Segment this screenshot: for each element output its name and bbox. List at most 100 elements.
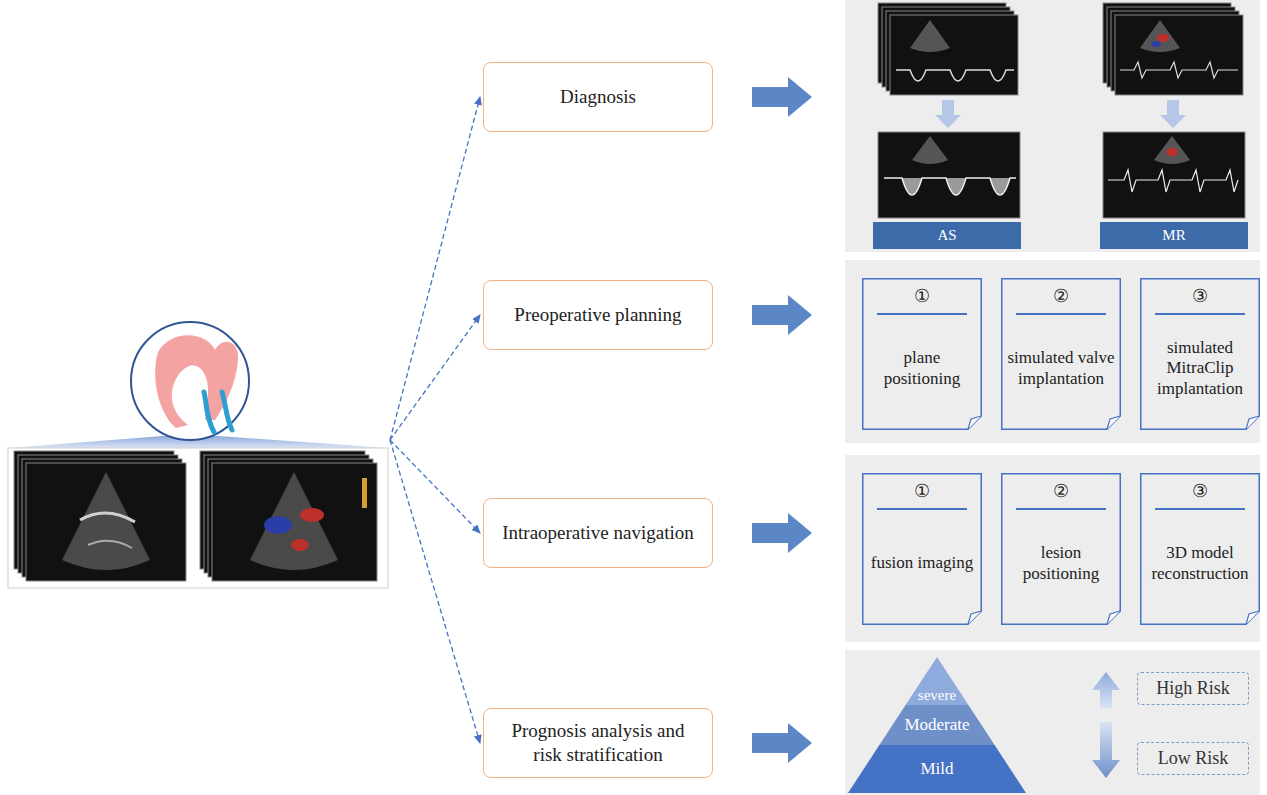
drawing-part [845, 0, 1260, 252]
drawing-part [26, 463, 186, 581]
card-outline [1141, 474, 1260, 625]
node-label: Moderate [904, 715, 969, 735]
node-label: AS [937, 227, 956, 244]
node-label: Low Risk [1158, 748, 1229, 769]
card-text: simulated MitraClip implantation [1146, 319, 1254, 418]
drawing-part [878, 132, 1020, 218]
pyramid-tier: Moderate [848, 705, 1026, 745]
note-card: ③ 3D model reconstruction [1140, 473, 1260, 625]
process-box: Prognosis analysis and risk stratificati… [483, 708, 713, 778]
card-outline [1002, 474, 1121, 625]
node-label: Preoperative planning [514, 303, 681, 327]
card-text: fusion imaging [871, 514, 973, 613]
drawing-part [752, 295, 812, 335]
risk-arrows [1092, 672, 1120, 778]
process-box: Diagnosis [483, 62, 713, 132]
drawing-part [912, 136, 948, 164]
callout-number: ③ [1192, 481, 1208, 505]
card-text: 3D model reconstruction [1146, 514, 1254, 613]
node-label: Diagnosis [560, 85, 636, 109]
card-fold [968, 611, 981, 624]
drawing-part [1103, 132, 1245, 218]
drawing-part [752, 513, 812, 553]
card-text: lesion positioning [1007, 514, 1115, 613]
drawing-part [752, 723, 812, 763]
drawing-part [300, 508, 324, 522]
card-rule [1016, 508, 1107, 510]
drawing-part [1154, 136, 1190, 164]
label-band: MR [1100, 222, 1248, 249]
note-card: ② simulated valve implantation [1001, 278, 1121, 430]
drawing-part [88, 541, 132, 548]
card-rule [877, 508, 968, 510]
drawing-part [80, 513, 135, 522]
drawing-part [222, 392, 232, 430]
label-band: AS [873, 222, 1021, 249]
drawing-part [1140, 20, 1180, 52]
node-label: High Risk [1156, 678, 1230, 699]
drawing-part [291, 539, 309, 551]
card-outline [863, 474, 982, 625]
drawing-part [1160, 100, 1186, 128]
card-rule [1016, 313, 1107, 315]
node-label: Mild [920, 759, 953, 779]
drawing-part [935, 100, 961, 128]
panel-grounds [845, 0, 1260, 795]
card-outline [863, 279, 982, 430]
drawing-part [1108, 170, 1238, 192]
card-outline [1141, 279, 1260, 430]
card-text: simulated valve implantation [1007, 319, 1115, 418]
drawing-part [1120, 62, 1238, 78]
drawing-part [390, 315, 480, 440]
note-card: ①plane positioning [862, 278, 982, 430]
drawing-part [845, 650, 1260, 795]
pyramid-fill [848, 745, 1026, 793]
risk-box: Low Risk [1137, 742, 1249, 775]
process-box: Preoperative planning [483, 280, 713, 350]
drawing-part [62, 472, 150, 570]
node-label: MR [1162, 227, 1185, 244]
risk-box: High Risk [1137, 672, 1249, 705]
block-arrows [752, 77, 812, 763]
drawing-part [1166, 148, 1178, 156]
card-rule [1155, 313, 1246, 315]
heart-illustration [10, 322, 388, 448]
drawing-part [212, 463, 377, 581]
drawing-part [131, 322, 249, 440]
drawing-part [845, 260, 1260, 443]
callout-number: ② [1053, 481, 1069, 505]
drawing-part [264, 516, 292, 534]
node-label: Prognosis analysis and risk stratificati… [496, 719, 700, 767]
card-fold [968, 416, 981, 429]
process-box: Intraoperative navigation [483, 498, 713, 568]
drawing-part [250, 472, 338, 570]
card-outline [1002, 279, 1121, 430]
card-fold [1107, 416, 1120, 429]
drawing-part [1157, 34, 1169, 42]
drawing-part [845, 455, 1260, 642]
card-fold [1246, 416, 1259, 429]
node-label: severe [918, 687, 956, 704]
drawing-part [910, 20, 950, 52]
drawing-part [884, 178, 1016, 195]
note-card: ① fusion imaging [862, 473, 982, 625]
drawing-part [390, 440, 480, 743]
drawing-part [896, 70, 1014, 81]
drawing-part [1092, 722, 1120, 778]
note-card: ③simulated MitraClip implantation [1140, 278, 1260, 430]
drawing-part [752, 77, 812, 117]
pyramid-tier: Mild [848, 745, 1026, 793]
doppler-images [878, 3, 1245, 218]
drawing-part [1092, 672, 1120, 708]
drawing-part [8, 448, 388, 588]
callout-number: ② [1053, 286, 1069, 310]
callout-number: ① [914, 481, 930, 505]
card-rule [877, 313, 968, 315]
pyramid-tier: severe [848, 657, 1026, 705]
drawing-part [890, 15, 1018, 95]
pyramid-fill [879, 705, 994, 745]
drawing-part [362, 478, 367, 508]
drawing-part [390, 97, 480, 440]
drawing-part [204, 392, 214, 432]
